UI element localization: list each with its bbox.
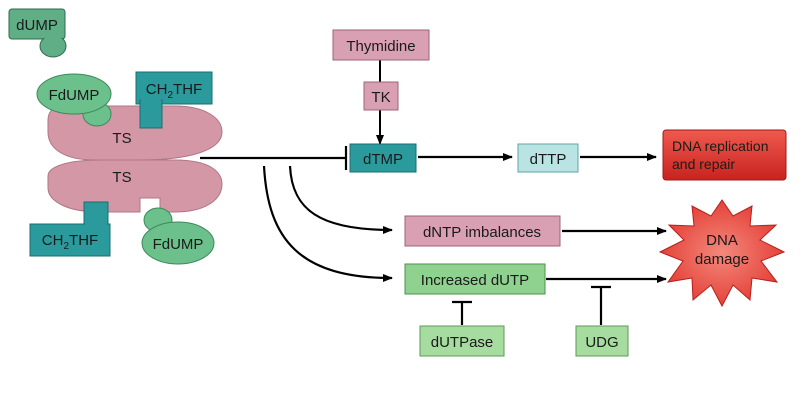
udg-node: UDG <box>575 325 629 357</box>
ts-bottom-subunit: TS <box>47 159 223 213</box>
fdump-bottom-molecule: FdUMP <box>141 207 215 265</box>
fdump-bottom-label: FdUMP <box>153 236 204 253</box>
dna-damage-label-line2: damage <box>695 251 749 268</box>
thymidine-label: Thymidine <box>346 38 415 55</box>
arrow-to-dntp-imbalances <box>288 165 393 234</box>
ts-top-label: TS <box>112 130 131 147</box>
ch2thf-top-label: CH2THF <box>146 81 202 101</box>
increased-dutp-node: Increased dUTP <box>404 263 546 295</box>
dttp-label: dTTP <box>530 151 567 168</box>
fdump-top-molecule: FdUMP <box>36 73 112 127</box>
dna-damage-starburst <box>658 199 786 308</box>
ts-bottom-label: TS <box>112 169 131 186</box>
dntp-imbalances-node: dNTP imbalances <box>404 215 561 247</box>
ch2thf-bottom-label: CH2THF <box>42 232 98 252</box>
dna-damage-label-line1: DNA <box>706 232 738 249</box>
tk-label: TK <box>371 89 390 106</box>
dutpase-node: dUTPase <box>419 325 505 357</box>
increased-dutp-label: Increased dUTP <box>421 272 529 289</box>
dtmp-node: dTMP <box>349 143 417 173</box>
dna-damage-node: DNA damage <box>658 199 786 308</box>
arrow-to-increased-dutp <box>262 165 393 282</box>
tk-node: TK <box>363 81 399 111</box>
dntp-imbalances-label: dNTP imbalances <box>423 224 541 241</box>
dna-replication-node: DNA replication and repair <box>662 129 787 181</box>
dump-molecule: dUMP <box>8 8 67 58</box>
dna-replication-label-line2: and repair <box>672 156 735 172</box>
thymidine-node: Thymidine <box>332 29 430 61</box>
fdump-top-label: FdUMP <box>49 87 100 104</box>
dna-replication-label-line1: DNA replication <box>672 138 769 154</box>
dttp-node: dTTP <box>517 143 579 173</box>
ch2thf-bottom-molecule: CH2THF <box>29 201 111 257</box>
ch2thf-top-molecule: CH2THF <box>135 71 213 129</box>
dtmp-label: dTMP <box>363 151 403 168</box>
dutpase-label: dUTPase <box>431 334 494 351</box>
udg-label: UDG <box>585 334 618 351</box>
dump-label: dUMP <box>16 17 58 34</box>
